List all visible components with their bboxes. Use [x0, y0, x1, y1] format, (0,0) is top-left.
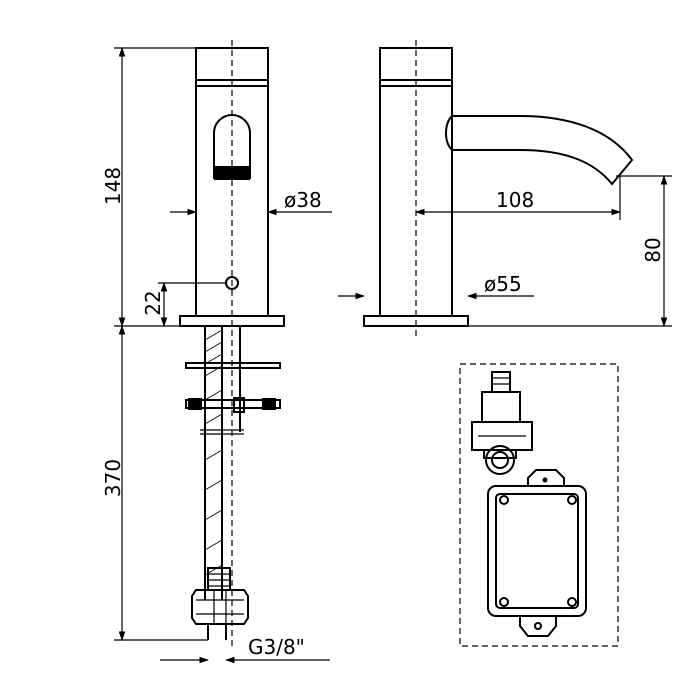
dim-22-label: 22: [141, 290, 165, 315]
spout: [452, 115, 634, 186]
fixing-plate: [185, 362, 281, 369]
control-unit-detail: [459, 363, 619, 647]
side-view: [363, 40, 634, 340]
sensor-window: [213, 114, 251, 179]
front-view: [179, 40, 285, 650]
dim-80-label: 80: [641, 237, 665, 262]
detail-frame: [459, 363, 619, 647]
electronic-box: [487, 469, 587, 637]
fixing-clamp: [185, 397, 281, 435]
hose-fitting: [191, 567, 249, 640]
dimension-lines: [114, 47, 672, 664]
dim-38-label: ø38: [284, 188, 322, 212]
dimension-labels: 148 22 370 ø38 108 ø55 80 G3/8": [101, 167, 665, 659]
dim-148-label: 148: [101, 167, 125, 205]
dim-55-label: ø55: [484, 272, 522, 296]
solenoid-valve: [471, 371, 533, 475]
dim-108-label: 108: [496, 188, 534, 212]
dim-370-label: 370: [101, 459, 125, 497]
dim-thread-label: G3/8": [248, 635, 305, 659]
